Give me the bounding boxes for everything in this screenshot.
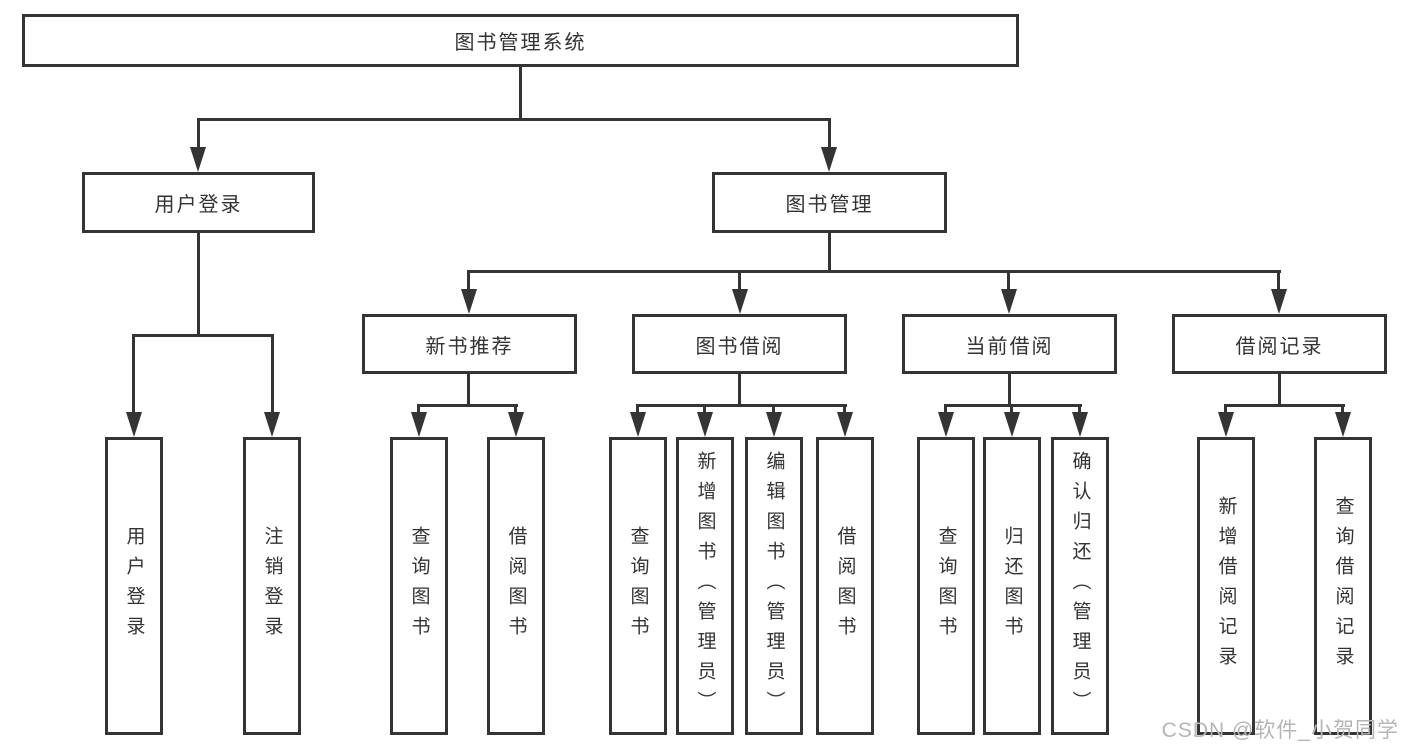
connector-line <box>197 118 831 121</box>
watermark-text: CSDN @软件_小贺同学 <box>1161 719 1399 742</box>
leaf-borrow-books-borrowing-label: 借阅图书 <box>834 526 856 646</box>
root-node-label: 图书管理系统 <box>454 32 587 54</box>
arrow-down-icon <box>1001 289 1017 314</box>
arrow-down-icon <box>264 412 280 437</box>
branch-user-login: 用户登录 <box>82 172 315 233</box>
arrow-down-icon <box>837 412 853 437</box>
leaf-user-login: 用户登录 <box>105 437 163 735</box>
leaf-query-books-current-label: 查询图书 <box>935 526 957 646</box>
leaf-borrow-books-recommend: 借阅图书 <box>487 437 545 735</box>
arrow-down-icon <box>461 289 477 314</box>
arrow-down-icon <box>630 412 646 437</box>
connector-line <box>703 404 706 414</box>
connector-line <box>636 404 847 407</box>
connector-line <box>519 67 522 120</box>
leaf-query-books-recommend: 查询图书 <box>390 437 448 735</box>
leaf-query-books-borrowing-label: 查询图书 <box>627 526 649 646</box>
branch-borrowing-records-label: 借阅记录 <box>1235 335 1324 358</box>
branch-user-login-label: 用户登录 <box>154 194 243 216</box>
arrow-down-icon <box>766 412 782 437</box>
leaf-add-borrow-record-label: 新增借阅记录 <box>1215 496 1237 676</box>
leaf-return-books: 归还图书 <box>983 437 1041 735</box>
leaf-query-books-recommend-label: 查询图书 <box>408 526 430 646</box>
leaf-add-borrow-record: 新增借阅记录 <box>1197 437 1255 735</box>
connector-line <box>467 270 1281 273</box>
arrow-down-icon <box>411 412 427 437</box>
connector-line <box>738 374 741 407</box>
leaf-logout: 注销登录 <box>243 437 301 735</box>
connector-line <box>1224 404 1345 407</box>
connector-line <box>1278 374 1281 407</box>
branch-new-book-recommendation: 新书推荐 <box>362 314 577 374</box>
connector-line <box>1277 270 1280 292</box>
arrow-down-icon <box>1271 289 1287 314</box>
leaf-user-login-label: 用户登录 <box>123 526 145 646</box>
connector-line <box>1008 374 1011 407</box>
connector-line <box>738 270 741 292</box>
arrow-down-icon <box>508 412 524 437</box>
arrow-down-icon <box>1335 412 1351 437</box>
arrow-down-icon <box>190 147 206 172</box>
arrow-down-icon <box>732 289 748 314</box>
branch-current-borrowing: 当前借阅 <box>902 314 1117 374</box>
connector-line <box>132 334 135 414</box>
arrow-down-icon <box>126 412 142 437</box>
connector-line <box>197 233 200 336</box>
connector-line <box>828 118 831 150</box>
branch-book-management: 图书管理 <box>712 172 947 233</box>
connector-line <box>467 374 470 407</box>
arrow-down-icon <box>821 147 837 172</box>
arrow-down-icon <box>697 412 713 437</box>
branch-borrowing-records: 借阅记录 <box>1172 314 1387 374</box>
connector-line <box>843 404 846 414</box>
connector-line <box>514 404 517 414</box>
leaf-add-books-admin: 新增图书（管理员） <box>676 437 734 735</box>
branch-book-borrowing-label: 图书借阅 <box>695 335 784 358</box>
branch-new-book-recommendation-label: 新书推荐 <box>425 335 514 358</box>
leaf-query-books-borrowing: 查询图书 <box>609 437 667 735</box>
branch-current-borrowing-label: 当前借阅 <box>965 335 1054 358</box>
leaf-query-books-current: 查询图书 <box>917 437 975 735</box>
leaf-add-books-admin-label: 新增图书（管理员） <box>694 451 716 721</box>
connector-line <box>636 404 639 414</box>
connector-line <box>772 404 775 414</box>
leaf-query-borrow-record: 查询借阅记录 <box>1314 437 1372 735</box>
connector-line <box>1224 404 1227 414</box>
leaf-return-books-label: 归还图书 <box>1001 526 1023 646</box>
leaf-logout-label: 注销登录 <box>261 526 283 646</box>
connector-line <box>271 334 274 414</box>
connector-line <box>1007 270 1010 292</box>
connector-line <box>944 404 1082 407</box>
arrow-down-icon <box>1004 412 1020 437</box>
connector-line <box>1010 404 1013 414</box>
leaf-edit-books-admin-label: 编辑图书（管理员） <box>763 451 785 721</box>
leaf-query-borrow-record-label: 查询借阅记录 <box>1332 496 1354 676</box>
connector-line <box>197 118 200 150</box>
arrow-down-icon <box>938 412 954 437</box>
connector-line <box>417 404 518 407</box>
connector-line <box>1078 404 1081 414</box>
root-node-library-management-system: 图书管理系统 <box>22 14 1019 67</box>
connector-line <box>944 404 947 414</box>
connector-line <box>417 404 420 414</box>
connector-line <box>1341 404 1344 414</box>
leaf-confirm-return-admin: 确认归还（管理员） <box>1051 437 1109 735</box>
leaf-borrow-books-recommend-label: 借阅图书 <box>505 526 527 646</box>
connector-line <box>467 270 470 292</box>
connector-line <box>132 334 274 337</box>
arrow-down-icon <box>1218 412 1234 437</box>
arrow-down-icon <box>1072 412 1088 437</box>
leaf-edit-books-admin: 编辑图书（管理员） <box>745 437 803 735</box>
connector-line <box>828 233 831 273</box>
branch-book-borrowing: 图书借阅 <box>632 314 847 374</box>
leaf-confirm-return-admin-label: 确认归还（管理员） <box>1069 451 1091 721</box>
leaf-borrow-books-borrowing: 借阅图书 <box>816 437 874 735</box>
branch-book-management-label: 图书管理 <box>785 194 874 216</box>
